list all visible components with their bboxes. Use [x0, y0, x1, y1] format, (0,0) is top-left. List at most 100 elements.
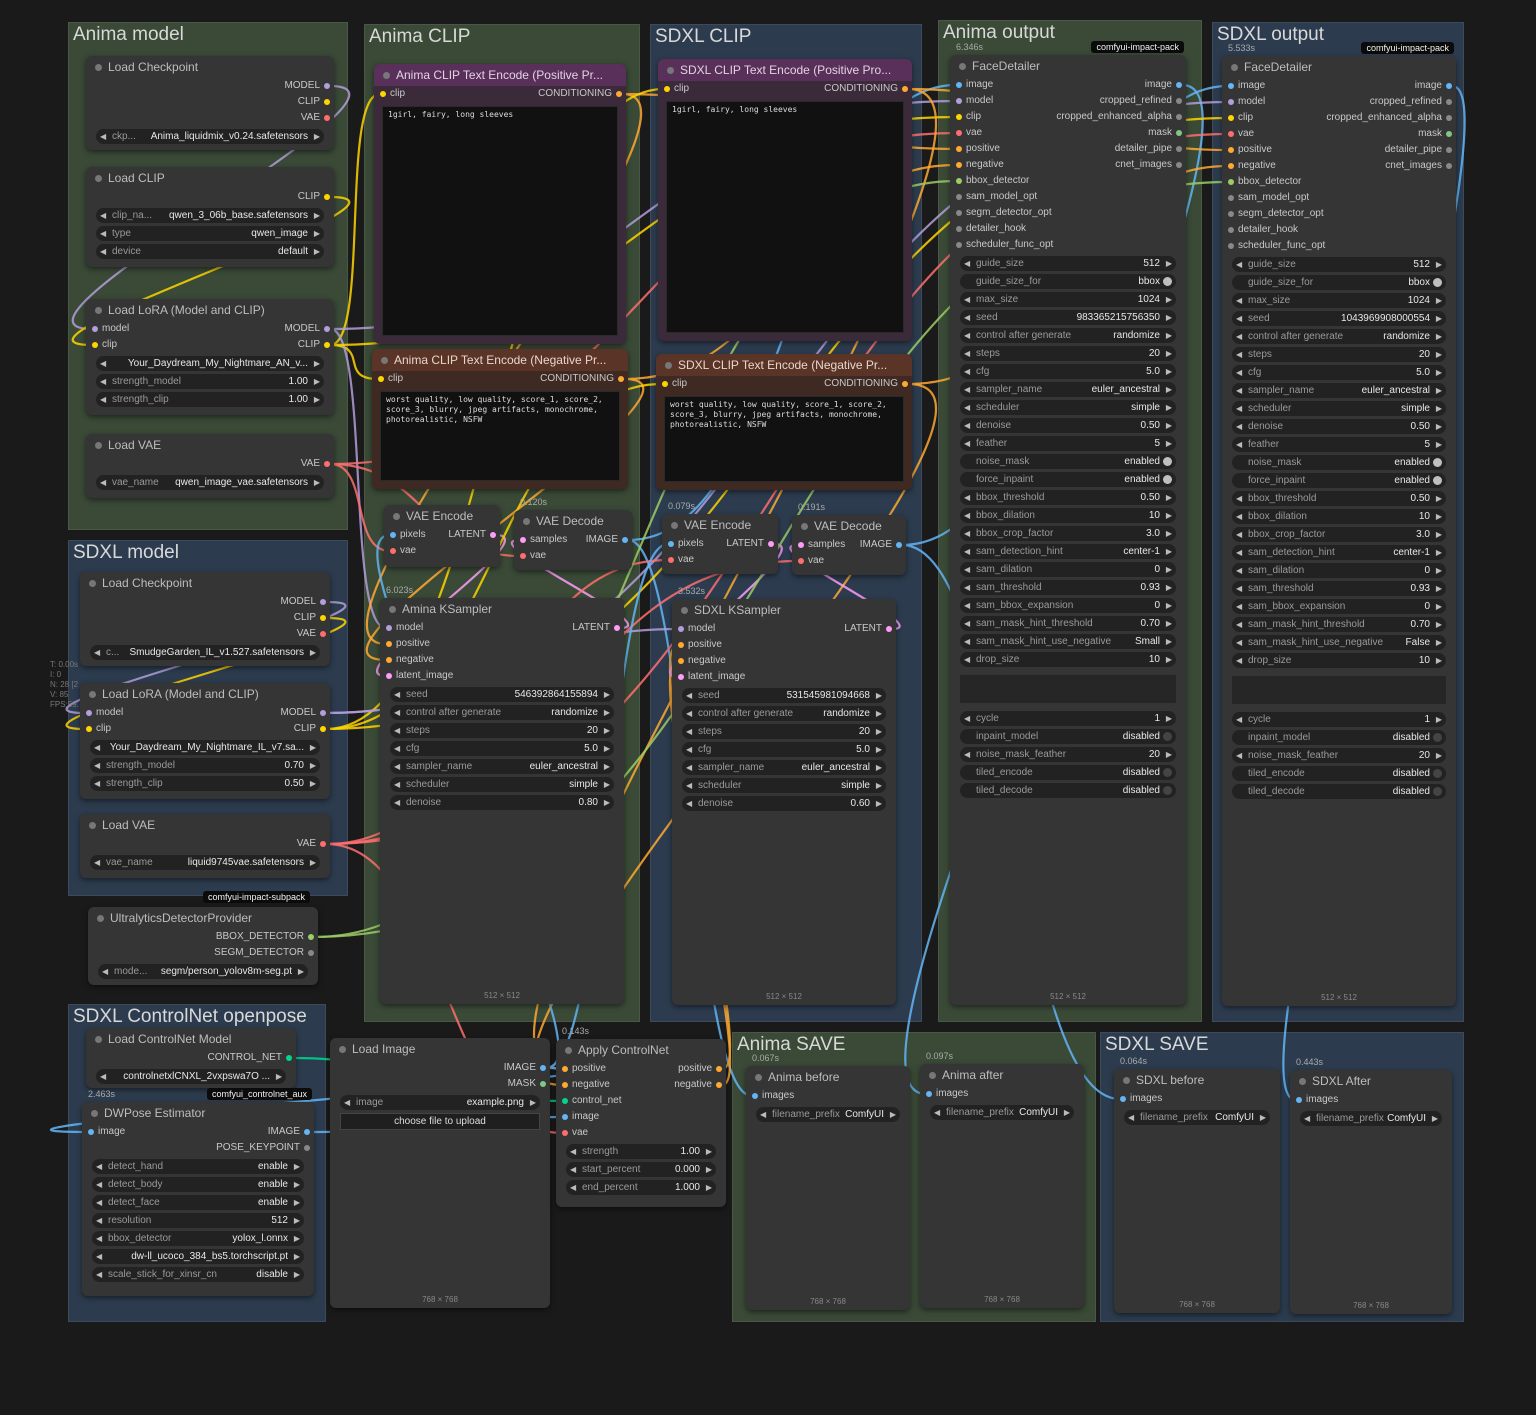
input-socket-label[interactable]: bbox_detector — [1228, 174, 1301, 190]
output-socket-dot[interactable] — [1446, 83, 1452, 89]
output-socket-dot[interactable] — [324, 342, 330, 348]
output-socket-dot[interactable] — [304, 1145, 310, 1151]
node-title[interactable]: Load VAE — [86, 434, 334, 456]
output-socket-label[interactable]: IMAGE — [860, 537, 902, 553]
input-socket-dot[interactable] — [956, 114, 962, 120]
output-socket-label[interactable]: positive — [678, 1061, 722, 1077]
input-socket-dot[interactable] — [798, 542, 804, 548]
input-socket-label[interactable]: bbox_detector — [956, 173, 1029, 189]
input-socket-dot[interactable] — [926, 1091, 932, 1097]
output-socket-label[interactable]: SEGM_DETECTOR — [214, 945, 314, 961]
input-socket-label[interactable]: positive — [562, 1061, 606, 1077]
input-socket-dot[interactable] — [380, 91, 386, 97]
input-socket-label[interactable]: positive — [956, 141, 1000, 157]
input-socket-dot[interactable] — [92, 342, 98, 348]
output-socket-dot[interactable] — [540, 1081, 546, 1087]
output-socket-label[interactable]: CONDITIONING — [538, 86, 622, 102]
node-save-anima-before[interactable]: Anima beforeimagesfilename_prefixComfyUI… — [746, 1066, 910, 1310]
input-socket-label[interactable]: model — [92, 321, 129, 337]
output-socket-label[interactable]: detailer_pipe — [1115, 141, 1182, 157]
input-socket-label[interactable]: segm_detector_opt — [956, 205, 1052, 221]
input-socket-dot[interactable] — [520, 553, 526, 559]
input-socket-dot[interactable] — [678, 674, 684, 680]
output-socket-dot[interactable] — [324, 115, 330, 121]
input-socket-dot[interactable] — [678, 658, 684, 664]
input-socket-label[interactable]: vae — [390, 543, 416, 559]
output-socket-label[interactable]: MODEL — [284, 78, 330, 94]
input-socket-label[interactable]: negative — [678, 653, 726, 669]
node-title[interactable]: Load ControlNet Model — [86, 1028, 296, 1050]
output-socket-dot[interactable] — [286, 1055, 292, 1061]
node-title[interactable]: SDXL CLIP Text Encode (Negative Pr... — [656, 354, 912, 376]
node-load-vae-sdxl[interactable]: Load VAEVAEvae_nameliquid9745vae.safeten… — [80, 814, 330, 878]
output-socket-dot[interactable] — [324, 194, 330, 200]
widget-row[interactable]: ckp...Anima_liquidmix_v0.24.safetensors — [96, 129, 324, 144]
prompt-textarea[interactable]: 1girl, fairy, long sleeves — [666, 101, 904, 333]
output-socket-dot[interactable] — [896, 542, 902, 548]
output-socket-label[interactable]: mask — [1418, 126, 1452, 142]
input-socket-dot[interactable] — [1228, 83, 1234, 89]
output-socket-dot[interactable] — [308, 950, 314, 956]
node-title[interactable]: VAE Decode — [792, 515, 906, 537]
input-socket-label[interactable]: image — [88, 1124, 125, 1140]
output-socket-dot[interactable] — [1176, 130, 1182, 136]
node-title[interactable]: FaceDetailer — [950, 55, 1186, 77]
input-socket-dot[interactable] — [956, 178, 962, 184]
output-socket-dot[interactable] — [320, 615, 326, 621]
output-socket-label[interactable]: mask — [1148, 125, 1182, 141]
output-socket-label[interactable]: CLIP — [294, 721, 326, 737]
input-socket-label[interactable]: vae — [668, 552, 694, 568]
input-socket-label[interactable]: detailer_hook — [956, 221, 1026, 237]
node-title[interactable]: VAE Encode — [662, 514, 778, 536]
output-socket-dot[interactable] — [320, 710, 326, 716]
output-socket-dot[interactable] — [1446, 115, 1452, 121]
input-socket-label[interactable]: clip — [86, 721, 111, 737]
input-socket-label[interactable]: clip — [1228, 110, 1253, 126]
output-socket-label[interactable]: detailer_pipe — [1385, 142, 1452, 158]
output-socket-label[interactable]: CLIP — [298, 94, 330, 110]
output-socket-label[interactable]: CONTROL_NET — [208, 1050, 292, 1066]
output-socket-dot[interactable] — [902, 86, 908, 92]
output-socket-label[interactable]: CONDITIONING — [824, 376, 908, 392]
node-title[interactable]: VAE Encode — [384, 505, 500, 527]
input-socket-dot[interactable] — [678, 642, 684, 648]
input-socket-dot[interactable] — [1228, 163, 1234, 169]
input-socket-dot[interactable] — [956, 82, 962, 88]
node-title[interactable]: FaceDetailer — [1222, 56, 1456, 78]
node-dwpose-estimator[interactable]: DWPose EstimatorimageIMAGEPOSE_KEYPOINTd… — [82, 1102, 314, 1296]
output-socket-dot[interactable] — [768, 541, 774, 547]
node-title[interactable]: VAE Decode — [514, 510, 632, 532]
input-socket-label[interactable]: samples — [798, 537, 845, 553]
input-socket-dot[interactable] — [956, 210, 962, 216]
